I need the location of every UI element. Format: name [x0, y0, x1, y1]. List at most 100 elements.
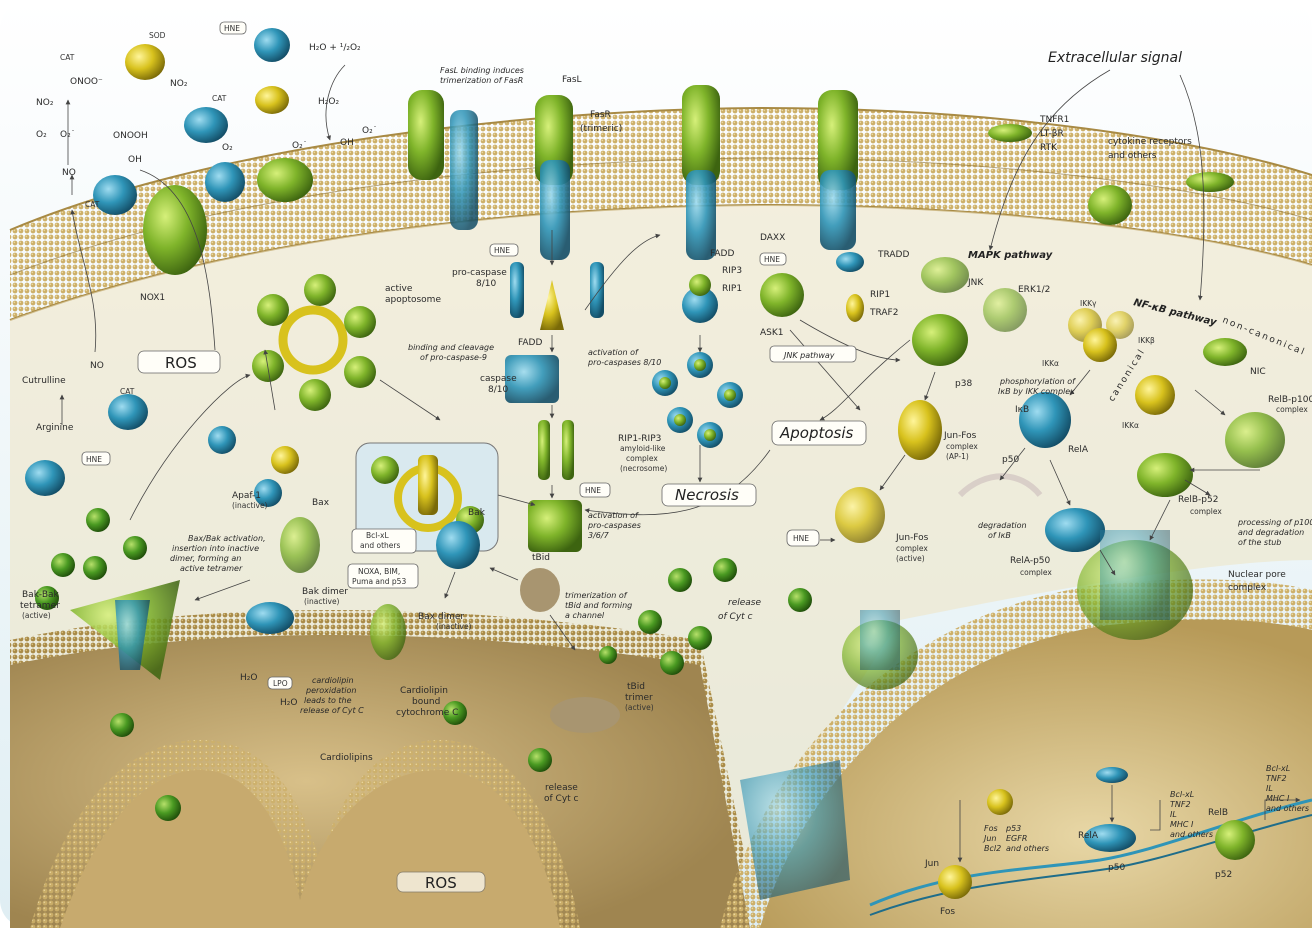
fasl-note-1: FasL binding induces: [440, 66, 524, 75]
ikb-label: IκB: [1015, 405, 1029, 415]
relb-p100-complex: complex: [1276, 405, 1308, 414]
no-label-bottom: NO: [90, 361, 104, 371]
junfos-active-label: (active): [896, 554, 925, 563]
tgt-p53-line: p53: [1005, 824, 1021, 833]
cytokine-receptor: [1186, 172, 1234, 192]
activation-367-note-3: 3/6/7: [588, 531, 610, 540]
sod-protein: [125, 44, 165, 80]
cat-label-1: CAT: [60, 53, 75, 62]
release-label: release: [728, 598, 761, 608]
tbid-active-label: (active): [625, 703, 654, 712]
ltbr-label: LT-βR: [1040, 129, 1064, 139]
bak-dimer-sub: (inactive): [304, 597, 340, 606]
cat-label-3: CAT: [85, 200, 100, 209]
fasr-sub-label: (trimeric): [580, 124, 622, 134]
tgt-rela-line: TNF2: [1170, 800, 1191, 809]
h2o2-label: H₂O₂: [318, 97, 339, 107]
arginine-label: Arginine: [36, 423, 74, 433]
ikka-label-top: IKKα: [1042, 359, 1059, 368]
fasl-note-2: trimerization of FasR: [440, 76, 523, 85]
ros-label: ROS: [165, 354, 197, 372]
cardio-note-1: cardiolipin: [312, 676, 354, 685]
fasr-protein: [540, 160, 570, 260]
p50-label-cyto: p50: [1002, 455, 1019, 465]
bax-bak-note-2: insertion into inactive: [172, 544, 259, 553]
tbid-note-2: tBid and forming: [565, 601, 632, 610]
tgt-relb-line: and others: [1266, 804, 1309, 813]
p38-label: p38: [955, 379, 972, 389]
junfos-complex-2: complex: [896, 544, 928, 553]
hne-label-4: HNE: [585, 486, 601, 495]
amyloid-label: amyloid-like: [620, 444, 666, 453]
junfos-label-2: Jun-Fos: [895, 533, 929, 543]
fadd-label-necro: FADD: [710, 249, 734, 259]
no2-label-right: NO₂: [170, 79, 188, 89]
junfos-label-1: Jun-Fos: [943, 431, 977, 441]
tbid-trimer-label: tBid: [627, 682, 645, 692]
nuclear-pore-complex: complex: [1228, 583, 1267, 593]
tgt-rela-line: IL: [1170, 810, 1177, 819]
tgt-p53-line: and others: [1006, 844, 1049, 853]
relb-p52-label: RelB-p52: [1178, 495, 1218, 505]
cardio-bound-label: Cardiolipin: [400, 686, 448, 696]
tbid-note-1: trimerization of: [565, 591, 628, 600]
phospho-note-2: IκB by IKK complex: [998, 387, 1075, 396]
h2o-label-1: H₂O: [240, 673, 257, 683]
processing-note-3: of the stub: [1238, 538, 1281, 547]
bcl-others-label: and others: [360, 541, 400, 550]
apaf-sub-label: (inactive): [232, 501, 268, 510]
tgt-p53-line: EGFR: [1006, 834, 1027, 843]
release-cytc-label-bottom: of Cyt c: [544, 794, 579, 804]
nox-subunit: [257, 158, 313, 202]
tgt-fos-line: Bcl2: [984, 844, 1001, 853]
cat-protein-2: [93, 175, 137, 215]
ikkg-label: IKKγ: [1080, 299, 1097, 308]
fasr-left: [450, 110, 478, 230]
rip3-label: RIP3: [722, 266, 742, 276]
bax-bak-note-4: active tetramer: [180, 564, 243, 573]
tgt-relb-line: TNF2: [1266, 774, 1287, 783]
tgt-fos-line: Jun: [982, 834, 997, 843]
fadd-label-main: FADD: [518, 338, 542, 348]
junfos-complex-1: complex: [946, 442, 978, 451]
cat-protein: [205, 162, 245, 202]
necrosome-label: (necrosome): [620, 464, 667, 473]
binding-note-1: binding and cleavage: [408, 343, 494, 352]
binding-note-2: of pro-caspase-9: [420, 353, 487, 362]
nuclear-pore-label: Nuclear pore: [1228, 570, 1286, 580]
apoptosis-label: Apoptosis: [779, 424, 854, 442]
o2-rad-label-right: O₂˙: [362, 126, 377, 136]
release-label-bottom: release: [545, 783, 578, 793]
hne-label-1: HNE: [224, 24, 240, 33]
tradd-label: TRADD: [877, 250, 909, 260]
ap1-label: (AP-1): [946, 452, 969, 461]
ikka-label: IKKα: [1122, 421, 1139, 430]
activation-note-1: activation of: [588, 348, 639, 357]
necrosis-label: Necrosis: [675, 486, 739, 504]
noxa-label: NOXA, BIM,: [358, 567, 400, 576]
tnfr1-label: TNFR1: [1039, 115, 1069, 125]
jnk-label: JNK: [967, 278, 984, 288]
hne-label-6: HNE: [793, 534, 809, 543]
cat-protein-3: [184, 107, 228, 143]
ripcomplex-label: RIP1-RIP3: [618, 434, 661, 444]
apoptosome-label: apoptosome: [385, 295, 441, 305]
oh-label-left: OH: [128, 155, 142, 165]
pro-caspase-num-label: 8/10: [476, 279, 496, 289]
nox1-protein: [143, 185, 207, 275]
tnfr-protein: [820, 170, 856, 250]
cytc-label: cytochrome C: [396, 708, 458, 718]
extracellular-signal-label: Extracellular signal: [1048, 50, 1182, 66]
degradation-note-1: degradation: [978, 521, 1027, 530]
cat-protein-6: [25, 460, 65, 496]
relb-p100-label: RelB-p100: [1268, 395, 1312, 405]
tgt-rela-line: MHC I: [1170, 820, 1194, 829]
ask1-label: ASK1: [760, 328, 784, 338]
tnfr1-receptor: [988, 124, 1032, 142]
rip1-label-necro: RIP1: [722, 284, 742, 294]
tbid-note-3: a channel: [565, 611, 605, 620]
cardio-note-4: release of Cyt C: [300, 706, 364, 715]
bax-bak-note-3: dimer, forming an: [170, 554, 241, 563]
active-label: active: [385, 284, 413, 294]
